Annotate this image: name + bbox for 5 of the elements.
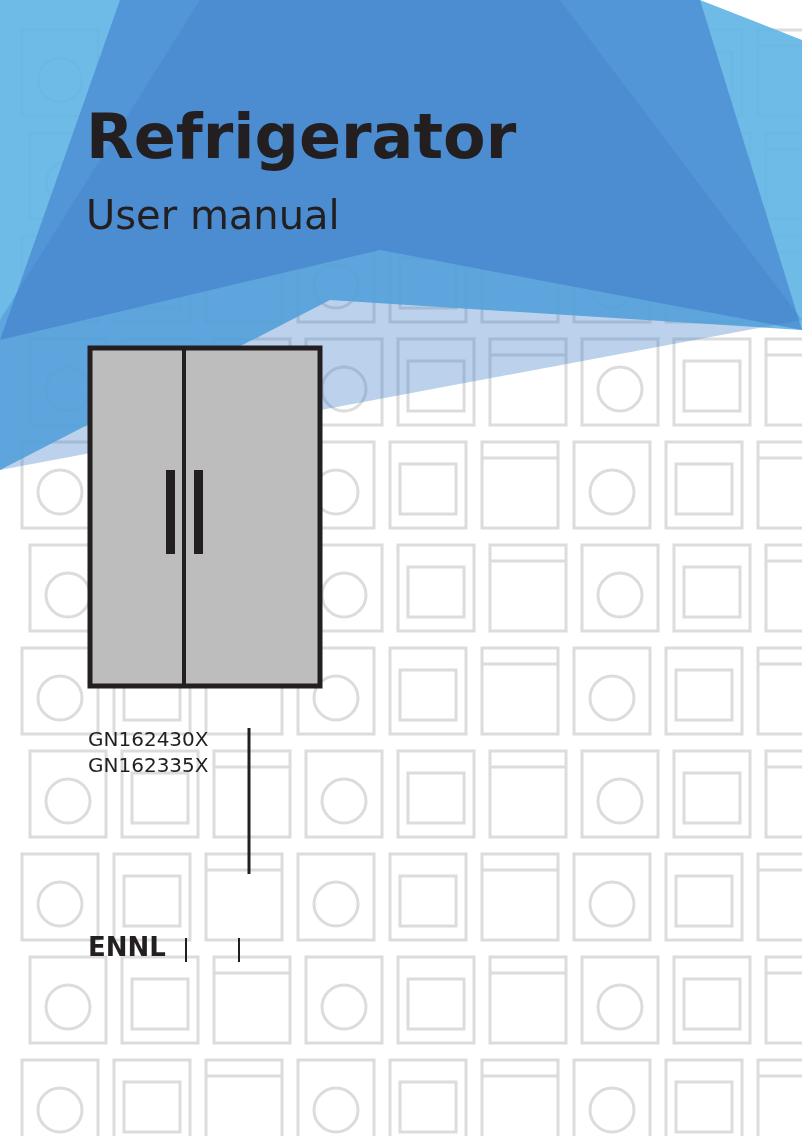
subtitle: User manual bbox=[86, 192, 340, 238]
model-number: GN162335X bbox=[88, 753, 209, 777]
language-code: ENNL bbox=[88, 932, 166, 962]
model-number: GN162430X bbox=[88, 727, 209, 751]
title: Refrigerator bbox=[86, 100, 517, 173]
